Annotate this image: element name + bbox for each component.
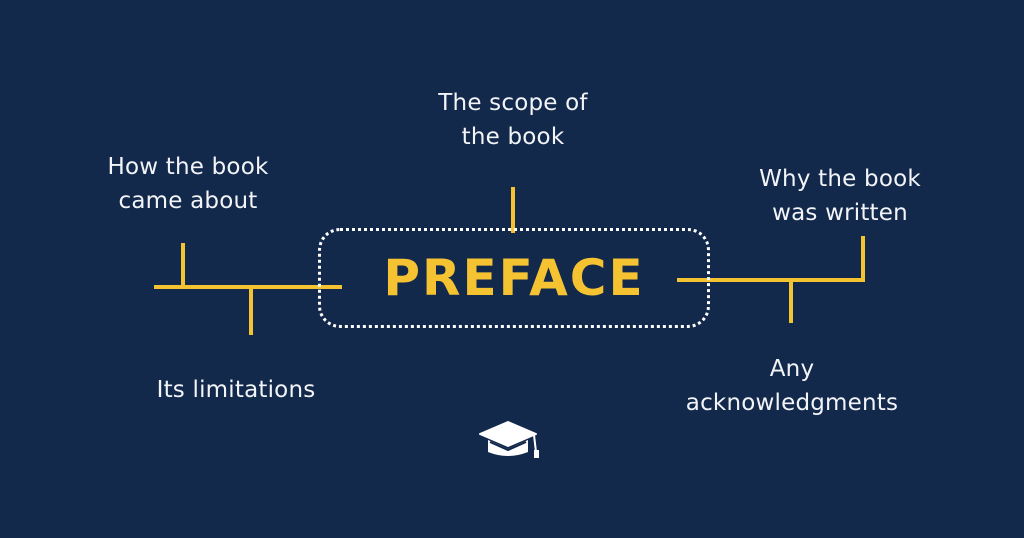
branch-left-top-label: How the book came about xyxy=(107,150,268,218)
left-up-connector xyxy=(181,243,185,287)
branch-right-top-label: Why the book was written xyxy=(759,162,921,230)
branch-left-bottom-line1: Its limitations xyxy=(156,377,316,403)
branch-left-top-line1: How the book xyxy=(107,154,269,180)
right-up-connector xyxy=(861,236,865,282)
top-connector xyxy=(511,187,515,233)
branch-left-top-line2: came about xyxy=(118,188,258,214)
branch-top-line1: The scope of xyxy=(438,90,588,116)
graduation-cap-icon xyxy=(479,421,539,458)
left-down-connector xyxy=(249,287,253,335)
branch-right-top-line1: Why the book xyxy=(759,166,921,192)
center-dotted-box xyxy=(318,228,710,328)
left-horizontal-connector xyxy=(154,285,342,289)
branch-top-line2: the book xyxy=(461,124,565,150)
branch-right-bottom-label: Any acknowledgments xyxy=(686,352,898,420)
branch-left-bottom-label: Its limitations xyxy=(157,373,316,407)
branch-right-bottom-line1: Any xyxy=(769,356,815,382)
branch-right-top-line2: was written xyxy=(772,200,908,226)
branch-top-label: The scope of the book xyxy=(438,86,587,154)
center-title: PREFACE xyxy=(383,249,645,307)
right-horizontal-connector xyxy=(677,278,865,282)
right-down-connector xyxy=(789,280,793,323)
branch-right-bottom-line2: acknowledgments xyxy=(685,390,899,416)
